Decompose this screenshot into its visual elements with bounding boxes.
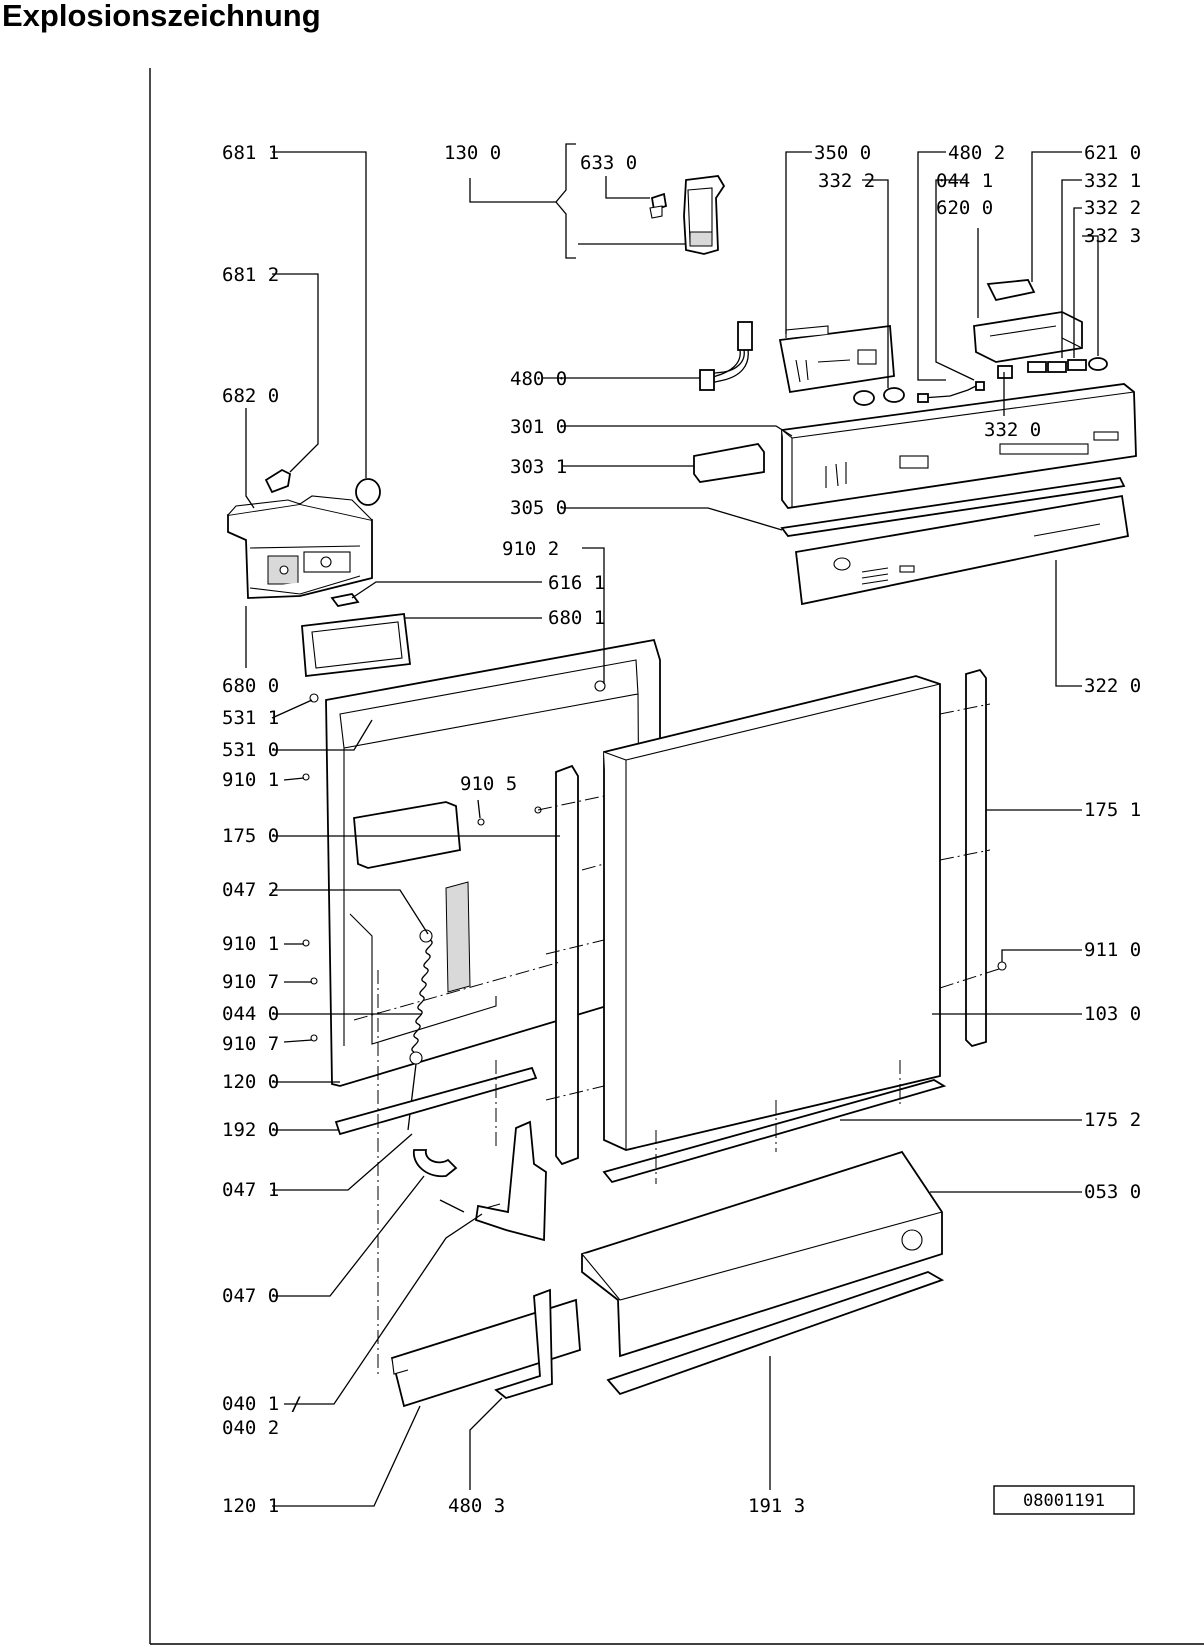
label-911-0: 911 0 bbox=[1084, 939, 1141, 961]
label-910-1-b: 910 1 bbox=[222, 933, 279, 955]
label-322-0: 322 0 bbox=[1084, 675, 1141, 697]
label-191-3: 191 3 bbox=[748, 1495, 805, 1517]
part-303-1-handle-insert bbox=[693, 443, 765, 483]
label-040-2: 040 2 bbox=[222, 1417, 279, 1439]
drawing-number: 08001191 bbox=[1023, 1491, 1105, 1511]
label-480-3: 480 3 bbox=[448, 1495, 505, 1517]
part-hinge-guide-rail bbox=[445, 881, 471, 993]
label-332-0: 332 0 bbox=[984, 419, 1041, 441]
label-910-2: 910 2 bbox=[502, 538, 559, 560]
sheet-frame bbox=[149, 68, 1204, 1645]
part-labels: 681 1 130 0 633 0 350 0 332 2 480 2 044 … bbox=[222, 142, 1141, 1517]
label-910-5: 910 5 bbox=[460, 773, 517, 795]
label-175-0: 175 0 bbox=[222, 825, 279, 847]
part-040-hinge bbox=[475, 1120, 547, 1242]
label-680-1: 680 1 bbox=[548, 607, 605, 629]
label-053-0: 053 0 bbox=[1084, 1181, 1141, 1203]
part-044-0-spring bbox=[407, 929, 433, 1131]
part-480-2-connector bbox=[917, 393, 929, 403]
alignment-lines bbox=[353, 703, 1003, 1378]
label-681-2: 681 2 bbox=[222, 264, 279, 286]
part-350-0-control-board bbox=[778, 324, 895, 394]
part-301-0-control-panel bbox=[781, 383, 1137, 509]
label-681-1: 681 1 bbox=[222, 142, 279, 164]
label-910-7-a: 910 7 bbox=[222, 971, 279, 993]
part-175-0-window-frame bbox=[353, 801, 461, 869]
label-332-2-right: 332 2 bbox=[1084, 197, 1141, 219]
part-680-1-gasket bbox=[301, 613, 412, 678]
part-175-0-side-strip bbox=[555, 764, 579, 1166]
label-682-0: 682 0 bbox=[222, 385, 279, 407]
label-175-1: 175 1 bbox=[1084, 799, 1141, 821]
part-192-0-lower-trim bbox=[334, 1066, 538, 1136]
part-103-0-decor-panel bbox=[603, 675, 941, 1151]
label-332-3: 332 3 bbox=[1084, 225, 1141, 247]
label-480-0: 480 0 bbox=[510, 368, 567, 390]
label-616-1: 616 1 bbox=[548, 572, 605, 594]
label-621-0: 621 0 bbox=[1084, 142, 1141, 164]
part-480-3-l-bracket bbox=[494, 1288, 553, 1399]
part-616-1-clip bbox=[330, 593, 360, 607]
label-047-2: 047 2 bbox=[222, 879, 279, 901]
label-040-1: 040 1 / bbox=[222, 1393, 302, 1415]
part-332-buttons bbox=[997, 357, 1108, 379]
part-322-0-fascia-panel bbox=[795, 494, 1130, 606]
label-350-0: 350 0 bbox=[814, 142, 871, 164]
part-681-2-bracket bbox=[264, 468, 291, 494]
part-044-1-lamp bbox=[975, 381, 985, 391]
label-305-0: 305 0 bbox=[510, 497, 567, 519]
label-192-0: 192 0 bbox=[222, 1119, 279, 1141]
leader-lines bbox=[245, 143, 1099, 1507]
label-103-0: 103 0 bbox=[1084, 1003, 1141, 1025]
label-680-0: 680 0 bbox=[222, 675, 279, 697]
label-910-7-b: 910 7 bbox=[222, 1033, 279, 1055]
label-620-0: 620 0 bbox=[936, 197, 993, 219]
part-332-2-knob-b bbox=[853, 390, 875, 406]
part-175-1-side-strip bbox=[965, 668, 987, 1048]
part-680-0-dispenser bbox=[227, 495, 373, 599]
part-175-2-bottom-strip bbox=[602, 1079, 947, 1184]
label-047-1: 047 1 bbox=[222, 1179, 279, 1201]
label-910-1-a: 910 1 bbox=[222, 769, 279, 791]
screws bbox=[302, 680, 1007, 1042]
part-047-0-hook bbox=[413, 1149, 465, 1213]
part-305-0-trim-strip bbox=[780, 477, 1126, 537]
label-047-0: 047 0 bbox=[222, 1285, 279, 1307]
part-053-0-kickplate bbox=[581, 1150, 943, 1358]
label-332-2-top: 332 2 bbox=[818, 170, 875, 192]
drawing-number-box: 08001191 bbox=[993, 1485, 1135, 1515]
part-681-1-round-cap bbox=[355, 478, 381, 506]
label-044-1: 044 1 bbox=[936, 170, 993, 192]
part-191-3-base-rail bbox=[606, 1271, 945, 1396]
label-175-2: 175 2 bbox=[1084, 1109, 1141, 1131]
part-130-0-hinge-assembly bbox=[649, 175, 726, 255]
label-332-1: 332 1 bbox=[1084, 170, 1141, 192]
part-120-1-lower-plate bbox=[390, 1298, 581, 1408]
page-title: Explosionszeichnung bbox=[2, 0, 321, 33]
label-130-0: 130 0 bbox=[444, 142, 501, 164]
label-120-1: 120 1 bbox=[222, 1495, 279, 1517]
label-531-0: 531 0 bbox=[222, 739, 279, 761]
label-531-1: 531 1 bbox=[222, 707, 279, 729]
part-332-2-knob bbox=[883, 387, 905, 403]
label-480-2: 480 2 bbox=[948, 142, 1005, 164]
label-301-0: 301 0 bbox=[510, 416, 567, 438]
part-480-0-wiring-harness bbox=[699, 321, 753, 391]
label-120-0: 120 0 bbox=[222, 1071, 279, 1093]
label-633-0: 633 0 bbox=[580, 152, 637, 174]
label-044-0: 044 0 bbox=[222, 1003, 279, 1025]
part-480-2-cable bbox=[921, 385, 977, 399]
part-620-0-selector-module bbox=[973, 279, 1083, 363]
label-303-1: 303 1 bbox=[510, 456, 567, 478]
